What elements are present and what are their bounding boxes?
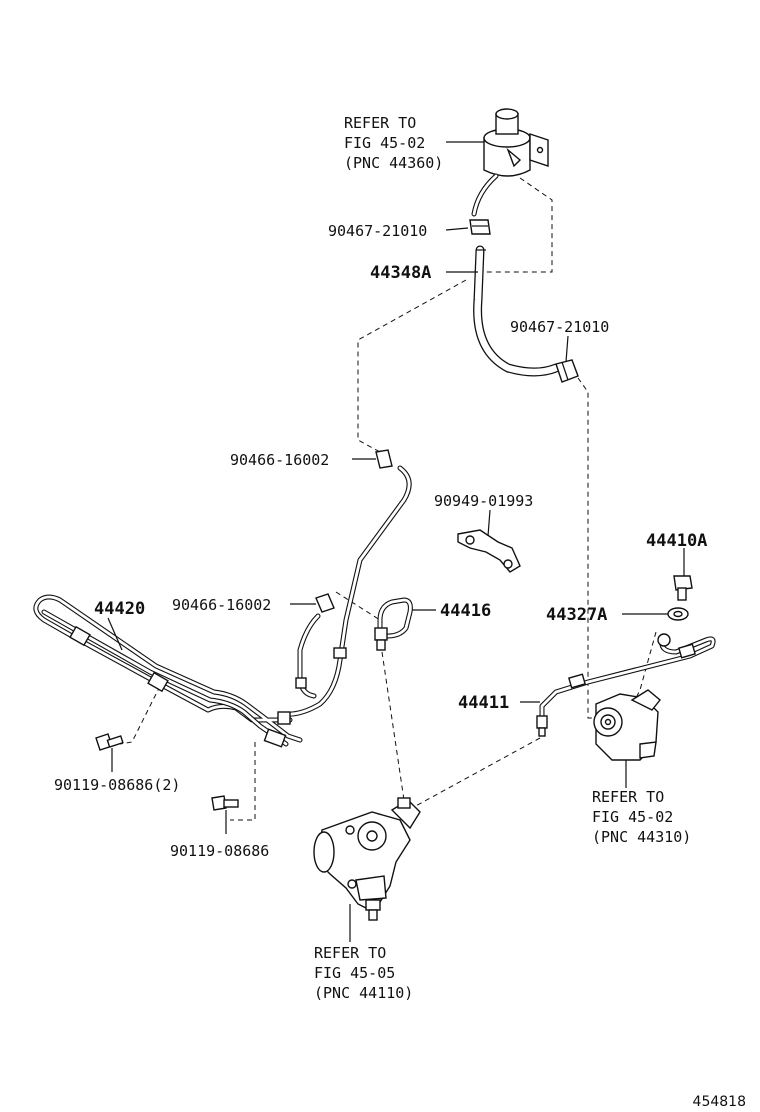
hose-clamp-icon [469,219,491,235]
suction-hose-44348a [473,245,561,377]
svg-text:REFER TO: REFER TO [344,114,416,132]
svg-text:(PNC 44110): (PNC 44110) [314,984,413,1002]
steering-gear-box-icon [313,797,421,921]
part-number-tube-44416: 44416 [440,601,491,621]
hose-clamp-icon [555,359,579,383]
reservoir-reference-label: REFER TO FIG 45-02 (PNC 44360) [344,114,443,172]
cooler-tube-44420 [33,594,303,748]
bolt-icon [211,795,239,811]
return-hose [279,465,412,717]
tube-44416 [374,597,413,651]
hose-clamp-icon [375,449,393,469]
gear-reference-label: REFER TO FIG 45-05 (PNC 44110) [314,944,413,1002]
svg-text:FIG 45-05: FIG 45-05 [314,964,395,982]
part-number-hose-44348a: 44348A [370,263,431,283]
part-number-clamp-return-upper: 90466-16002 [230,451,329,469]
svg-text:(PNC 44310): (PNC 44310) [592,828,691,846]
part-number-tube-44420: 44420 [94,599,145,619]
part-number-clamp-right: 90467-21010 [510,318,609,336]
part-number-bolt-lower: 90119-08686 [170,842,269,860]
diagram-id: 454818 [693,1094,746,1110]
reservoir-outlet-hose [471,173,499,217]
part-number-tube-44411: 44411 [458,693,509,713]
clamp-bracket-icon [457,529,521,573]
part-number-bolt-44410a: 44410A [646,531,707,551]
part-number-clamp-upper: 90467-21010 [328,222,427,240]
svg-text:(PNC 44360): (PNC 44360) [344,154,443,172]
oil-reservoir-icon [483,108,549,177]
svg-text:REFER TO: REFER TO [592,788,664,806]
svg-text:FIG 45-02: FIG 45-02 [592,808,673,826]
part-number-bolt-left: 90119-08686(2) [54,776,180,794]
svg-text:REFER TO: REFER TO [314,944,386,962]
part-number-gasket-44327a: 44327A [546,605,607,625]
hose-clamp-icon [315,593,335,613]
leader-lines [107,141,685,942]
part-number-clamp-return-lower: 90466-16002 [172,596,271,614]
pump-reference-label: REFER TO FIG 45-02 (PNC 44310) [592,788,691,846]
vane-pump-icon [593,689,661,761]
gasket-icon [667,607,689,621]
bolt-icon [673,575,693,601]
part-number-bracket: 90949-01993 [434,492,533,510]
pressure-tube-44411 [536,633,716,737]
svg-text:FIG 45-02: FIG 45-02 [344,134,425,152]
bolt-icon [95,733,124,751]
return-hose-short [295,613,321,699]
